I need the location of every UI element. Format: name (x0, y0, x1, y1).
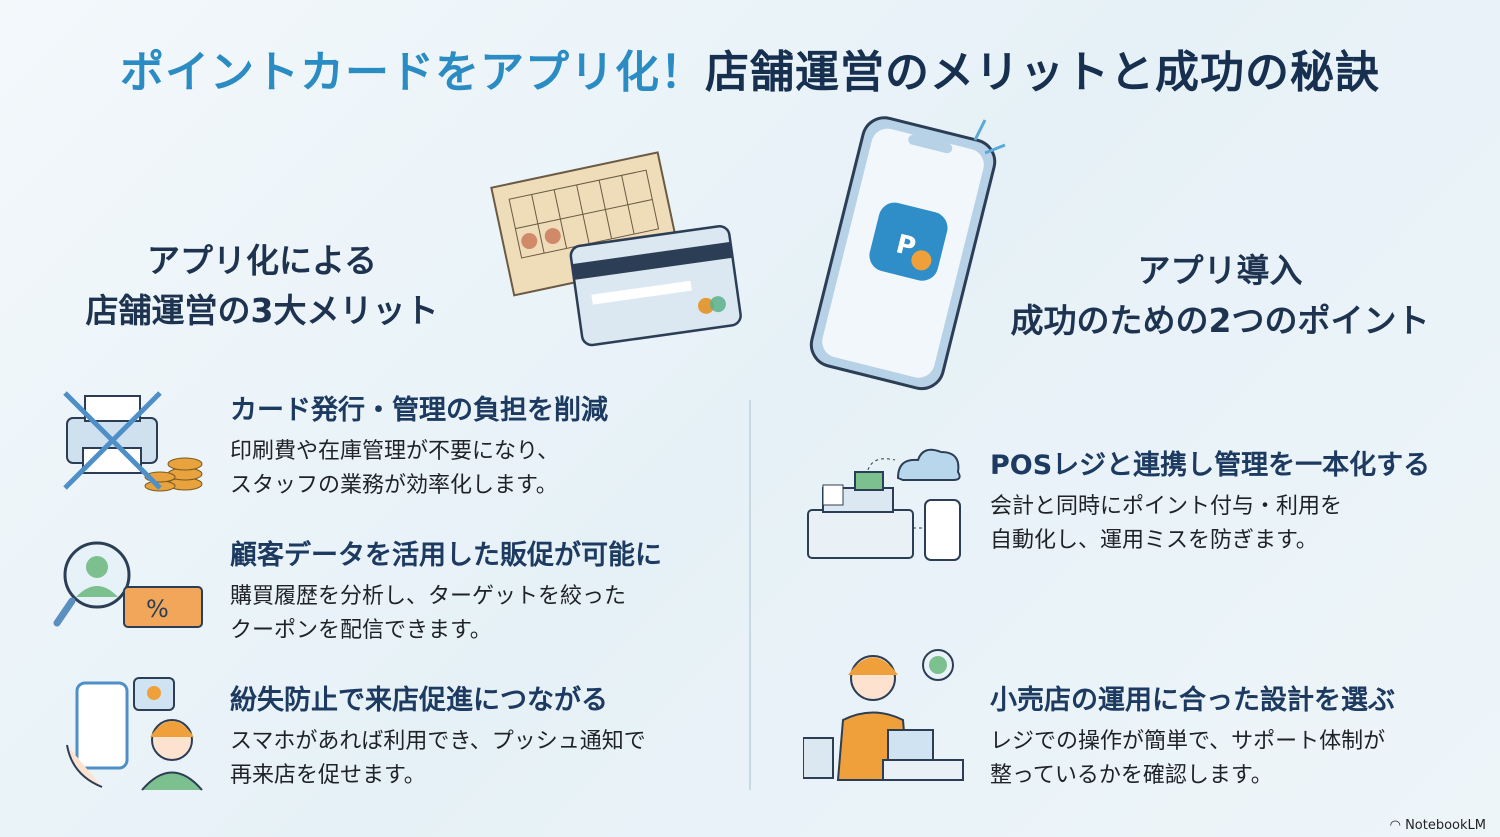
crossed-printer-coins-icon (63, 391, 203, 492)
column-divider (749, 400, 751, 790)
point-item-pos-integration: POSレジと連携し管理を一本化する 会計と同時にポイント付与・利用を自動化し、運… (990, 450, 1431, 553)
right-section-heading: アプリ導入成功のための2つのポイント (1010, 251, 1430, 340)
paper-stamp-card-and-plastic-card-icon (490, 151, 742, 347)
left-section-heading: アプリ化による店舗運営の3大メリット (85, 241, 439, 330)
notebooklm-icon: ◠ (1389, 818, 1406, 833)
merit-item-customer-data: 顧客データを活用した販促が可能に 購買履歴を分析し、ターゲットを絞ったクーポンを… (230, 540, 662, 643)
cashier-support-icon (803, 649, 964, 781)
merit-item-loss-prevention: 紛失防止で来店促進につながる スマホがあれば利用でき、プッシュ通知で再来店を促せ… (230, 685, 646, 788)
customer-search-coupon-icon: % (53, 541, 203, 628)
smartphone-app-icon: P (809, 116, 1006, 391)
phone-notification-icon (66, 677, 203, 791)
notebooklm-logo: ◠ NotebookLM (1389, 818, 1486, 833)
merit-item-cost-reduction: カード発行・管理の負担を削減 印刷費や在庫管理が不要になり、スタッフの業務が効率… (230, 395, 608, 498)
page-title: ポイントカードをアプリ化！店舗運営のメリットと成功の秘訣 (120, 47, 1380, 98)
pos-cloud-phone-icon (807, 448, 961, 561)
point-item-retail-design: 小売店の運用に合った設計を選ぶ レジでの操作が簡単で、サポート体制が整っているか… (990, 685, 1395, 788)
svg-text:%: % (146, 595, 169, 623)
